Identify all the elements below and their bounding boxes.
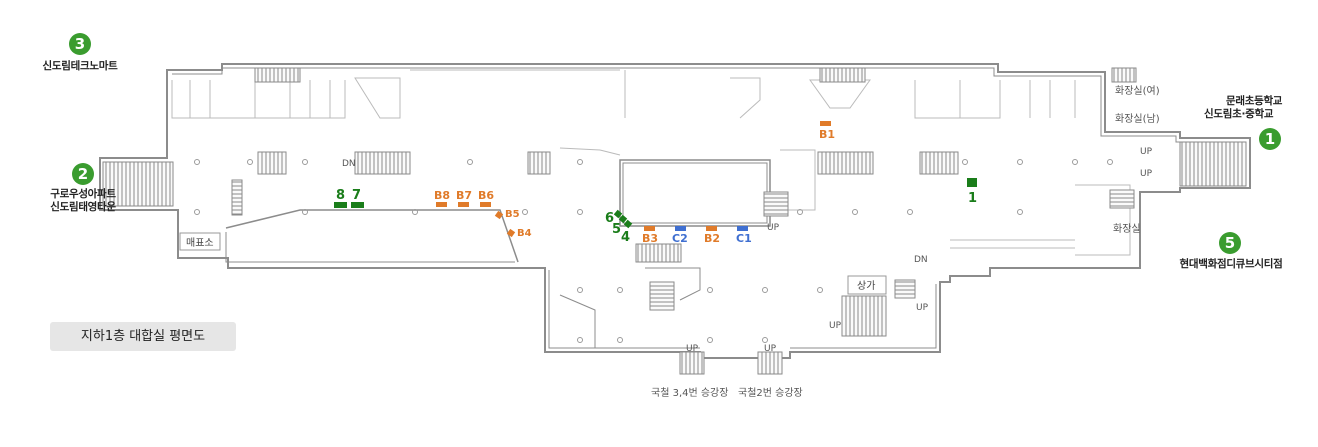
stairways <box>102 67 1247 375</box>
up-label: UP <box>767 223 780 233</box>
exit-2-label: 구로우성아파트 신도림태영타운 <box>24 188 142 214</box>
exit-2-label-line: 구로우성아파트 <box>50 188 116 200</box>
ticket-office-label: 매표소 <box>186 237 214 249</box>
toilet-label: 화장실 <box>1113 223 1141 235</box>
green-number-6: 6 <box>605 211 614 226</box>
toilet-women-label: 화장실(여) <box>1115 85 1160 97</box>
dn-label: DN <box>914 255 928 265</box>
exit-5-label: 현대백화점디큐브시티점 <box>1172 258 1290 271</box>
green-number-4: 4 <box>621 230 630 245</box>
up-label: UP <box>916 303 929 313</box>
up-label: UP <box>1140 147 1153 157</box>
concourse-walls <box>99 63 1251 359</box>
orange-code-b1: B1 <box>819 128 835 141</box>
orange-code-b7: B7 <box>456 189 472 202</box>
orange-code-b4: B4 <box>517 228 532 239</box>
blue-markers <box>675 226 748 231</box>
exit-5-label-line: 현대백화점디큐브시티점 <box>1179 258 1283 270</box>
orange-markers <box>436 121 831 238</box>
column-dots <box>194 159 1113 343</box>
exit-1-label-line: 신도림초·중학교 <box>1204 108 1274 120</box>
exit-5-badge[interactable]: 5 <box>1219 232 1241 254</box>
orange-code-b5: B5 <box>505 209 520 220</box>
platform-2-label: 국철2번 승강장 <box>738 387 803 399</box>
interior-partitions <box>171 69 1131 256</box>
exit-1-label: 문래초등학교 신도림초·중학교 <box>1204 95 1314 121</box>
orange-code-b8: B8 <box>434 189 450 202</box>
shop-label: 상가 <box>857 280 875 292</box>
ticket-office-box <box>179 232 221 251</box>
exit-3-label-line: 신도림테크노마트 <box>42 60 118 72</box>
green-number-7: 7 <box>352 188 361 203</box>
dn-label: DN <box>342 159 356 169</box>
blue-code-c2: C2 <box>672 232 688 245</box>
up-label: UP <box>686 344 699 354</box>
green-markers <box>334 178 977 229</box>
green-number-8: 8 <box>336 188 345 203</box>
floor-title: 지하1층 대합실 평면도 <box>50 322 236 351</box>
platform-34-label: 국철 3,4번 승강장 <box>651 387 728 399</box>
up-label: UP <box>829 321 842 331</box>
exit-1-badge[interactable]: 1 <box>1259 128 1281 150</box>
lower-concourse <box>548 267 937 349</box>
exit-3-label: 신도림테크노마트 <box>14 60 146 73</box>
orange-code-b6: B6 <box>478 189 494 202</box>
up-label: UP <box>764 344 777 354</box>
shop-box <box>847 275 887 295</box>
exit-3-badge[interactable]: 3 <box>69 33 91 55</box>
orange-code-b3: B3 <box>642 232 658 245</box>
green-number-5: 5 <box>612 222 621 237</box>
exit-2-label-line: 신도림태영타운 <box>50 201 116 213</box>
blue-code-c1: C1 <box>736 232 752 245</box>
orange-code-b2: B2 <box>704 232 720 245</box>
exit-1-label-line: 문래초등학교 <box>1226 95 1283 107</box>
exit-2-badge[interactable]: 2 <box>72 163 94 185</box>
toilet-men-label: 화장실(남) <box>1115 113 1160 125</box>
green-number-1: 1 <box>968 191 977 206</box>
up-label: UP <box>1140 169 1153 179</box>
